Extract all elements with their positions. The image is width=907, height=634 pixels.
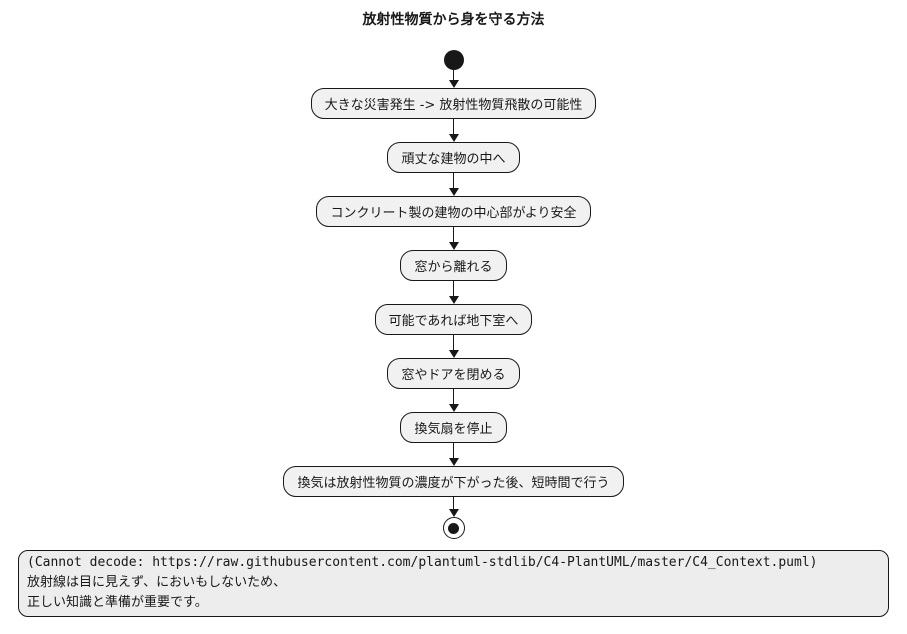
activity-step: コンクリート製の建物の中心部がより安全 [316, 196, 591, 227]
arrow-shaft [453, 70, 454, 80]
end-node-dot [448, 522, 459, 534]
arrow-shaft [453, 335, 454, 350]
flow-arrow [448, 335, 459, 358]
arrowhead-icon [448, 509, 459, 517]
flow-arrow [448, 389, 459, 412]
activity-step: 換気扇を停止 [400, 412, 507, 443]
end-node [442, 517, 465, 539]
arrowhead-icon [448, 80, 459, 88]
arrow-shaft [453, 227, 454, 242]
activity-step: 頑丈な建物の中へ [387, 142, 520, 173]
arrowhead-icon [448, 134, 459, 142]
arrowhead-icon [448, 188, 459, 196]
flow-arrow [448, 281, 459, 304]
activity-step: 大きな災害発生 -> 放射性物質飛散の可能性 [310, 88, 597, 119]
diagram-title: 放射性物質から身を守る方法 [362, 12, 545, 28]
arrowhead-icon [448, 296, 459, 304]
arrow-shaft [453, 173, 454, 188]
arrow-shaft [453, 119, 454, 134]
flow-arrow [448, 70, 459, 88]
flow-arrow [448, 119, 459, 142]
arrowhead-icon [448, 350, 459, 358]
start-node [443, 50, 464, 70]
arrowhead-icon [448, 242, 459, 250]
flow-arrow [448, 443, 459, 466]
note-line: 正しい知識と準備が重要です。 [27, 595, 208, 610]
arrow-shaft [453, 443, 454, 458]
activity-step: 換気は放射性物質の濃度が下がった後、短時間で行う [283, 466, 624, 497]
note: (Cannot decode: https://raw.githubuserco… [18, 550, 889, 617]
activity-step: 可能であれば地下室へ [374, 304, 533, 335]
note-line: (Cannot decode: https://raw.githubuserco… [27, 555, 818, 570]
note-line: 放射線は目に見えず、においもしないため、 [27, 575, 287, 590]
arrow-shaft [453, 497, 454, 509]
arrow-shaft [453, 281, 454, 296]
flow-arrow [448, 227, 459, 250]
flow-arrow [448, 173, 459, 196]
activity-step: 窓から離れる [400, 250, 507, 281]
flow-arrow [448, 497, 459, 517]
activity-step: 窓やドアを閉める [387, 358, 520, 389]
arrowhead-icon [448, 404, 459, 412]
arrow-shaft [453, 389, 454, 404]
arrowhead-icon [448, 458, 459, 466]
